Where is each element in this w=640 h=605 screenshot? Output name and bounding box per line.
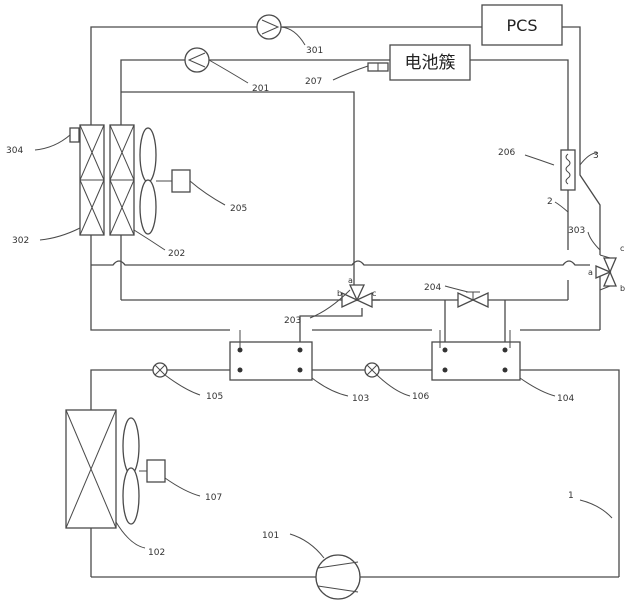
compressor-101-icon (315, 554, 361, 600)
valve-303-port-c: c (620, 244, 624, 253)
heat-exchanger-202 (109, 124, 135, 236)
ref-101: 101 (262, 531, 279, 541)
three-way-valve-203-icon: b a c (337, 276, 376, 309)
plate-heat-exchanger-104 (431, 330, 521, 381)
ref-206: 206 (498, 148, 515, 158)
ref-203: 203 (284, 316, 301, 326)
valve-203-port-c: c (372, 289, 376, 298)
heat-exchanger-302 (79, 124, 105, 236)
ref-303: 303 (568, 226, 585, 236)
ref-205: 205 (230, 204, 247, 214)
ref-3: 3 (593, 151, 599, 161)
expansion-valve-106-icon (364, 362, 380, 378)
ref-104: 104 (557, 394, 574, 404)
valve-203-port-a: a (348, 276, 353, 285)
ref-103: 103 (352, 394, 369, 404)
plate-heat-exchanger-103 (229, 330, 313, 381)
ref-102: 102 (148, 548, 165, 558)
ref-1: 1 (568, 491, 574, 501)
ref-106: 106 (412, 392, 429, 402)
three-way-valve-303-icon: c a b (588, 244, 625, 293)
valve-203-port-b: b (337, 289, 342, 298)
heat-exchanger-102 (65, 409, 117, 529)
sensor-304 (69, 127, 80, 143)
ref-2: 2 (547, 197, 553, 207)
loop-200 (120, 59, 569, 342)
reference-numbers: 301 201 207 304 205 302 202 206 3 2 303 … (6, 46, 599, 558)
battery-cluster-box: 电池簇 (389, 44, 471, 81)
heater-206 (560, 149, 576, 191)
fan-205-icon (139, 127, 191, 235)
battery-cluster-label: 电池簇 (405, 53, 456, 73)
valve-303-port-a: a (588, 268, 593, 277)
loop-300 (90, 26, 601, 331)
ref-202: 202 (168, 249, 185, 259)
leader-lines (34, 26, 613, 559)
ref-201: 201 (252, 84, 269, 94)
pcs-label: PCS (507, 16, 538, 35)
ref-302: 302 (12, 236, 29, 246)
pump-201-icon (184, 47, 210, 73)
ref-204: 204 (424, 283, 441, 293)
pump-301-icon (256, 14, 282, 40)
sensor-207 (367, 62, 389, 72)
ref-304: 304 (6, 146, 23, 156)
ref-301: 301 (306, 46, 323, 56)
two-way-valve-204-icon (457, 291, 489, 309)
ref-207: 207 (305, 77, 322, 87)
expansion-valve-105-icon (152, 362, 168, 378)
valve-303-port-b: b (620, 284, 625, 293)
pcs-box: PCS (481, 4, 563, 46)
fan-107-icon (122, 417, 166, 525)
ref-105: 105 (206, 392, 223, 402)
ref-107: 107 (205, 493, 222, 503)
